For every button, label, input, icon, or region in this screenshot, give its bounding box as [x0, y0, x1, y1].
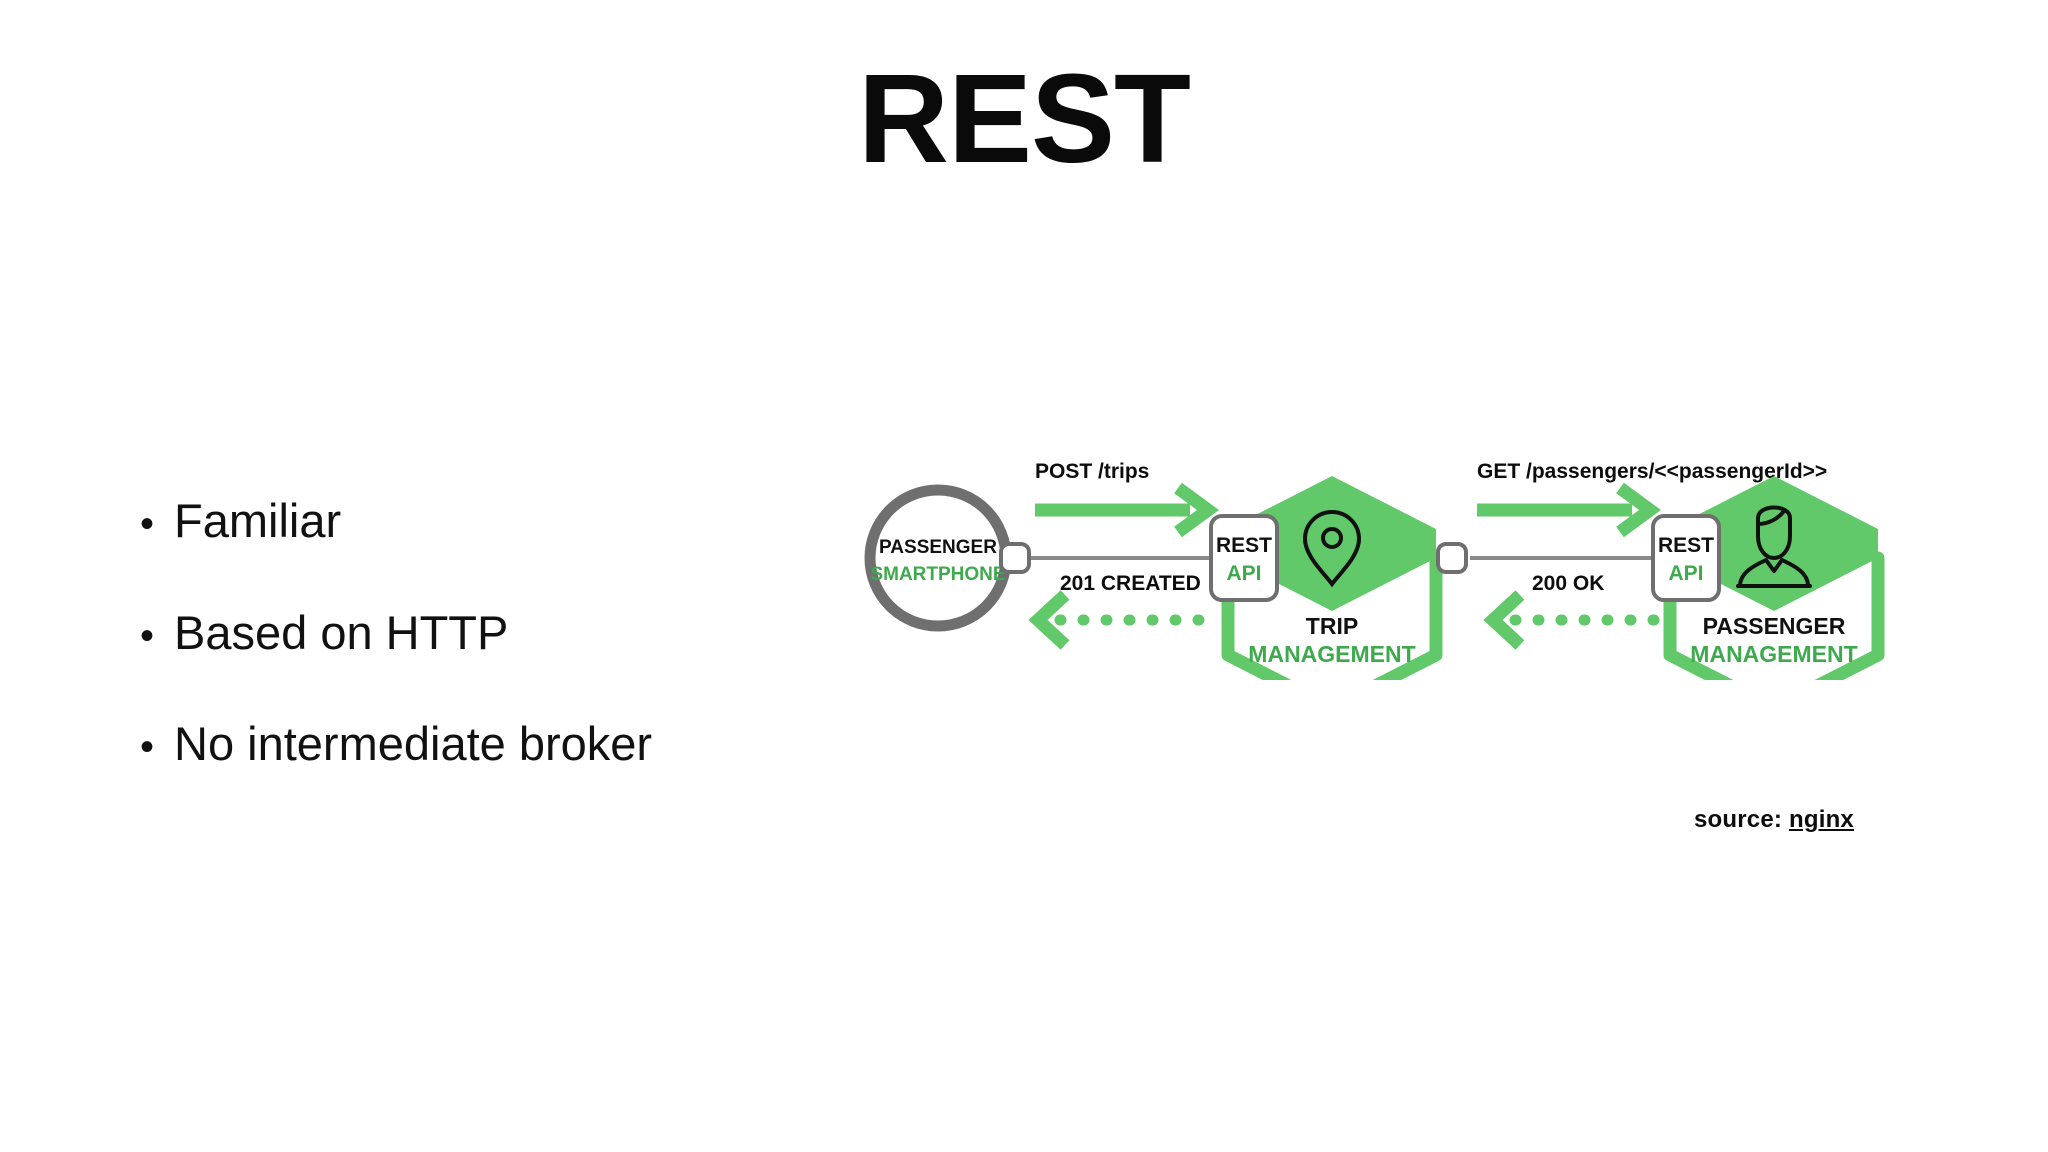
service-2-hex-fill [1670, 476, 1878, 611]
source-attribution: source: nginx [1694, 806, 1854, 834]
rest-architecture-diagram: POST /trips 201 CREATED PASSENGER SMARTP… [860, 440, 1960, 680]
client-node-passenger-smartphone: PASSENGER SMARTPHONE [864, 484, 1012, 632]
rest-api-box-1: REST API [1209, 514, 1279, 602]
service-1-name-line1: TRIP [1306, 613, 1358, 639]
rest-api-box-1-line1: REST [1216, 534, 1272, 557]
connector-node-hex1 [1436, 542, 1468, 574]
bullet-dot-icon: • [140, 502, 155, 546]
response-arrow-2 [1483, 590, 1671, 650]
response-label-1: 201 CREATED [1060, 572, 1201, 595]
client-label-line2: SMARTPHONE [870, 564, 1005, 585]
client-label-line1: PASSENGER [879, 537, 997, 558]
source-link-nginx[interactable]: nginx [1788, 806, 1854, 833]
list-item: • No intermediate broker [140, 718, 900, 770]
list-item-label: Familiar [174, 494, 342, 547]
response-label-2: 200 OK [1532, 572, 1604, 595]
service-2-name-line2: MANAGEMENT [1690, 641, 1857, 667]
rest-api-box-1-line2: API [1226, 562, 1261, 585]
request-arrow-1 [1035, 482, 1219, 538]
response-arrow-1 [1028, 590, 1216, 650]
service-2-hex-outline [1663, 551, 1885, 680]
source-prefix-label: source: [1694, 806, 1783, 833]
rest-api-box-2-line2: API [1668, 562, 1703, 585]
diagram-canvas: POST /trips 201 CREATED PASSENGER SMARTP… [864, 460, 1885, 680]
location-pin-icon [1302, 509, 1362, 588]
rest-api-box-2: REST API [1651, 514, 1721, 602]
bullet-dot-icon: • [140, 613, 155, 658]
service-2-name-line1: PASSENGER [1703, 613, 1846, 639]
request-label-1: POST /trips [1035, 460, 1149, 483]
list-item-label: Based on HTTP [174, 605, 509, 659]
service-1-hex-outline [1221, 551, 1443, 680]
person-icon [1736, 505, 1812, 588]
bullet-list: • Familiar • Based on HTTP • No intermed… [140, 495, 900, 770]
service-1-hex-fill [1228, 476, 1436, 611]
list-item-label: No intermediate broker [174, 717, 653, 771]
rest-api-box-2-line1: REST [1658, 534, 1714, 557]
list-item: • Familiar [140, 495, 900, 547]
request-arrow-2 [1477, 482, 1661, 538]
bullet-dot-icon: • [140, 725, 155, 770]
page-title: REST [857, 48, 1191, 189]
service-1-name-line2: MANAGEMENT [1248, 641, 1415, 667]
connector-node-client [999, 542, 1031, 574]
list-item: • Based on HTTP [140, 605, 900, 659]
request-label-2: GET /passengers/<<passengerId>> [1477, 460, 1827, 483]
